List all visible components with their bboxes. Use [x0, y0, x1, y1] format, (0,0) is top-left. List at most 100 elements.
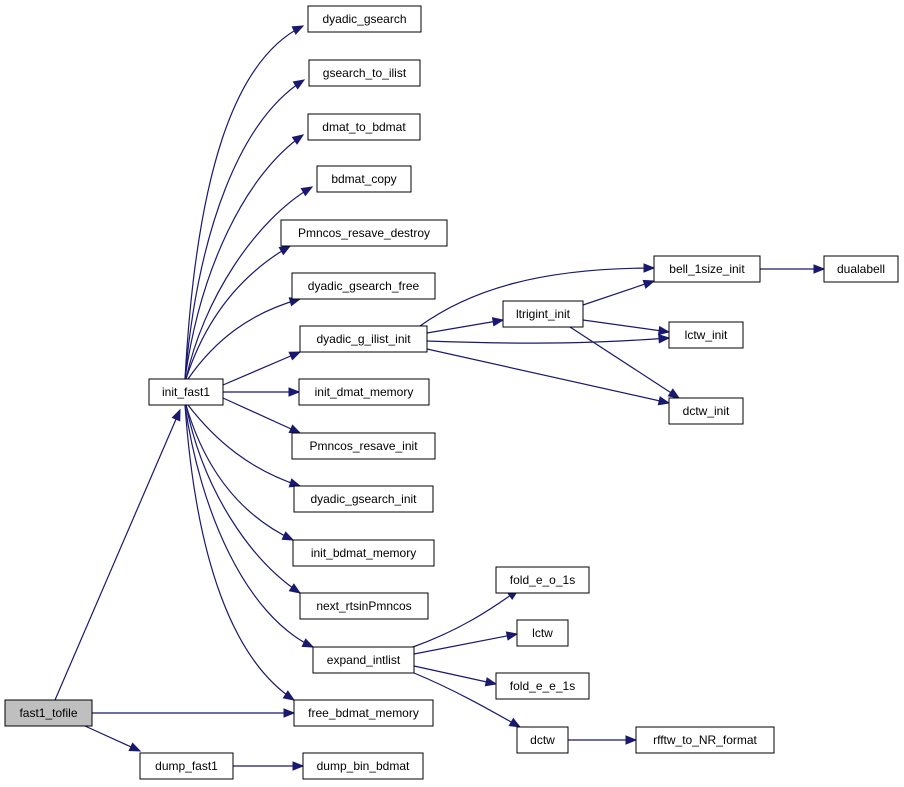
edge-init-fast1-to-next-rtsinpmncos [185, 404, 302, 594]
node-label: fold_e_o_1s [510, 573, 575, 587]
edge-init-fast1-to-dyadic-gsearch-init [187, 404, 302, 488]
arrowhead-icon [288, 583, 302, 594]
node-dump-bin-bdmat[interactable]: dump_bin_bdmat [302, 752, 424, 780]
node-box [307, 5, 422, 33]
edge-ltrigint-init-to-dctw-init [569, 326, 681, 399]
node-label: init_dmat_memory [315, 385, 414, 399]
node-init-dmat-memory[interactable]: init_dmat_memory [298, 378, 430, 406]
arrowhead-icon [642, 279, 656, 289]
node-box [298, 378, 430, 406]
edge-line [419, 267, 655, 327]
node-ltrigint-init[interactable]: ltrigint_init [502, 300, 584, 328]
edge-fast1-tofile-to-free-bdmat-memory [92, 708, 296, 718]
node-box [668, 397, 744, 425]
node-pmncos-resave-destroy[interactable]: Pmncos_resave_destroy [280, 219, 448, 247]
node-expand-intlist[interactable]: expand_intlist [312, 646, 415, 674]
node-lctw[interactable]: lctw [516, 619, 569, 647]
node-label: fast1_tofile [19, 706, 77, 720]
edge-line [426, 348, 670, 404]
node-label: dump_fast1 [155, 759, 218, 773]
node-box [292, 539, 435, 567]
node-gsearch-to-ilist[interactable]: gsearch_to_ilist [308, 59, 421, 87]
arrowhead-icon [658, 334, 671, 344]
node-label: dyadic_g_ilist_init [316, 332, 411, 346]
arrowhead-icon [292, 761, 305, 771]
arrowhead-icon [292, 79, 306, 90]
edge-init-fast1-to-pmncos-resave-init [222, 397, 302, 434]
node-dctw[interactable]: dctw [516, 726, 569, 754]
node-dmat-to-bdmat[interactable]: dmat_to_bdmat [307, 113, 421, 141]
edge-line [426, 319, 504, 334]
node-label: dump_bin_bdmat [317, 759, 410, 773]
edge-init-fast1-to-expand-intlist [184, 404, 315, 648]
edge-line [413, 633, 518, 655]
arrowhead-icon [301, 638, 315, 648]
arrowhead-icon [282, 690, 296, 701]
node-fold-e-o-1s[interactable]: fold_e_o_1s [495, 566, 590, 594]
node-bdmat-copy[interactable]: bdmat_copy [316, 165, 412, 193]
node-dyadic-gsearch-init[interactable]: dyadic_gsearch_init [293, 485, 434, 513]
node-box [516, 726, 569, 754]
node-label: dyadic_gsearch [322, 12, 406, 26]
node-box [653, 255, 761, 283]
arrowhead-icon [171, 408, 181, 422]
edge-init-fast1-to-dyadic-gsearch [184, 25, 305, 380]
node-free-bdmat-memory[interactable]: free_bdmat_memory [293, 699, 434, 727]
node-box [823, 255, 899, 283]
arrowhead-icon [288, 351, 302, 361]
node-box [495, 566, 590, 594]
node-dyadic-g-ilist-init[interactable]: dyadic_g_ilist_init [299, 325, 428, 353]
arrowhead-icon [278, 245, 292, 256]
edge-init-fast1-to-init-bdmat-memory [185, 404, 295, 541]
node-init-fast1[interactable]: init_fast1 [148, 378, 224, 406]
node-label: fold_e_e_1s [510, 679, 575, 693]
node-box [4, 699, 93, 727]
node-pmncos-resave-init[interactable]: Pmncos_resave_init [291, 432, 436, 460]
node-rfftw-to-nr-format[interactable]: rfftw_to_NR_format [635, 726, 775, 754]
edge-fast1-tofile-to-dump-fast1 [84, 725, 142, 752]
node-box [307, 113, 421, 141]
edge-line [54, 409, 181, 701]
arrowhead-icon [657, 325, 671, 336]
node-dyadic-gsearch-free[interactable]: dyadic_gsearch_free [291, 272, 436, 300]
edge-line [184, 79, 305, 380]
node-fold-e-e-1s[interactable]: fold_e_e_1s [495, 672, 590, 700]
node-lctw-init[interactable]: lctw_init [668, 321, 744, 349]
edge-init-fast1-to-dmat-to-bdmat [184, 134, 305, 380]
edge-line [185, 404, 301, 594]
node-label: lctw [532, 626, 553, 640]
edge-line [187, 298, 301, 380]
edge-dump-fast1-to-dump-bin-bdmat [233, 761, 305, 771]
node-next-rtsinpmncos[interactable]: next_rtsinPmncos [299, 592, 429, 620]
edge-line [185, 186, 313, 380]
call-edges [54, 25, 826, 771]
function-nodes: fast1_tofile init_fast1 dump_fast1 dump_bin… [4, 5, 899, 780]
edge-dctw-to-rfftw-to-nr-format [568, 735, 638, 745]
edge-init-fast1-to-bdmat-copy [185, 186, 314, 380]
arrowhead-icon [484, 677, 498, 687]
node-fast1-tofile[interactable]: fast1_tofile [4, 699, 93, 727]
node-bell-1size-init[interactable]: bell_1size_init [653, 255, 761, 283]
edge-line [582, 280, 655, 306]
edge-init-fast1-to-free-bdmat-memory [184, 404, 296, 701]
node-box [148, 378, 224, 406]
node-dump-fast1[interactable]: dump_fast1 [139, 752, 234, 780]
node-init-bdmat-memory[interactable]: init_bdmat_memory [292, 539, 435, 567]
edge-line [569, 326, 680, 399]
node-box [308, 59, 421, 87]
node-label: dmat_to_bdmat [322, 120, 406, 134]
edge-line [184, 134, 304, 380]
edge-bell-1size-init-to-dualabell [760, 264, 826, 274]
node-dualabell[interactable]: dualabell [823, 255, 899, 283]
node-box [312, 646, 415, 674]
node-label: ltrigint_init [516, 307, 571, 321]
edge-line [413, 672, 521, 728]
node-label: init_fast1 [162, 385, 210, 399]
node-label: Pmncos_resave_init [309, 439, 418, 453]
edge-dyadic-g-ilist-init-to-lctw-init [426, 334, 671, 344]
edge-expand-intlist-to-dctw [413, 672, 522, 728]
node-dyadic-gsearch[interactable]: dyadic_gsearch [307, 5, 422, 33]
edge-line [185, 404, 294, 541]
edge-init-fast1-to-dyadic-g-ilist-init [222, 351, 302, 386]
node-dctw-init[interactable]: dctw_init [668, 397, 744, 425]
